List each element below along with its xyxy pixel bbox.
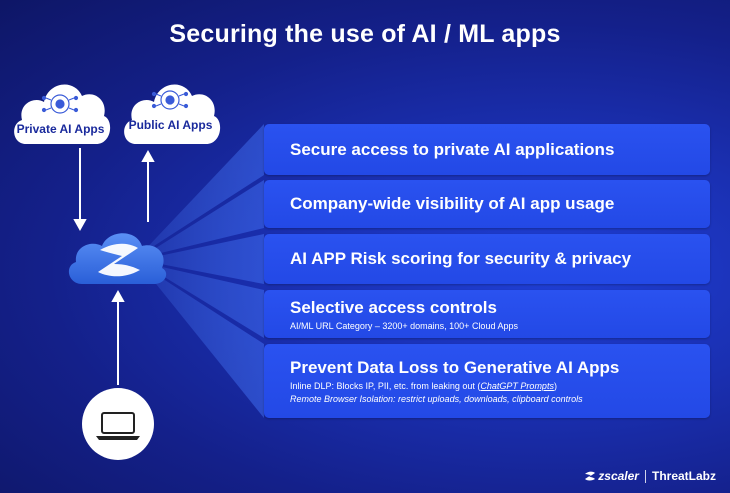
- feature-title: Company-wide visibility of AI app usage: [290, 194, 615, 213]
- feature-subtitle-rbi: Remote Browser Isolation: restrict uploa…: [290, 394, 583, 404]
- threatlabz-brand: ThreatLabz: [651, 469, 716, 483]
- footer-separator: [644, 469, 646, 483]
- ai-chip-icon: [151, 90, 189, 110]
- chatgpt-prompts-link[interactable]: ChatGPT Prompts: [480, 381, 554, 391]
- ray-5: [140, 264, 264, 418]
- feature-title: AI APP Risk scoring for security & priva…: [290, 249, 632, 268]
- feature-box-private-access: Secure access to private AI applications: [264, 124, 710, 175]
- ray-4: [140, 262, 264, 338]
- feature-title: Secure access to private AI applications: [290, 139, 615, 159]
- public-ai-apps-cloud: Public AI Apps: [118, 66, 223, 150]
- cloud-shape: [124, 84, 221, 144]
- dlp-text: Inline DLP: Blocks IP, PII, etc. from le…: [290, 381, 481, 391]
- feature-subtitle-dlp: Inline DLP: Blocks IP, PII, etc. from le…: [290, 381, 710, 391]
- feature-box-data-loss: Prevent Data Loss to Generative AI Apps …: [264, 344, 710, 418]
- public-ai-apps-label: Public AI Apps: [128, 118, 213, 132]
- laptop-icon: [96, 412, 140, 440]
- feature-subtitle: AI/ML URL Category – 3200+ domains, 100+…: [290, 320, 518, 331]
- ray-1: [140, 124, 264, 255]
- feature-box-visibility: Company-wide visibility of AI app usage: [264, 180, 710, 228]
- cloud-shape: [14, 84, 111, 144]
- feature-box-risk-scoring: AI APP Risk scoring for security & priva…: [264, 234, 710, 284]
- ray-3: [140, 234, 264, 284]
- feature-box-access-controls: Selective access controls AI/ML URL Cate…: [264, 290, 710, 338]
- device-circle: [82, 388, 154, 460]
- dlp-text-end: ): [553, 381, 557, 391]
- ray-2: [140, 180, 264, 258]
- ai-chip-icon: [41, 94, 79, 114]
- private-ai-apps-label: Private AI Apps: [16, 122, 105, 136]
- feature-title: Prevent Data Loss to Generative AI Apps: [290, 358, 620, 377]
- page-title: Securing the use of AI / ML apps: [169, 20, 561, 48]
- footer-branding: zscaler ThreatLabz: [584, 469, 716, 483]
- zscaler-brand: zscaler: [598, 469, 639, 483]
- zscaler-logo-icon: [585, 471, 596, 481]
- feature-title: Selective access controls: [290, 297, 497, 317]
- zscaler-cloud-icon: [68, 233, 167, 284]
- private-ai-apps-cloud: Private AI Apps: [8, 66, 113, 150]
